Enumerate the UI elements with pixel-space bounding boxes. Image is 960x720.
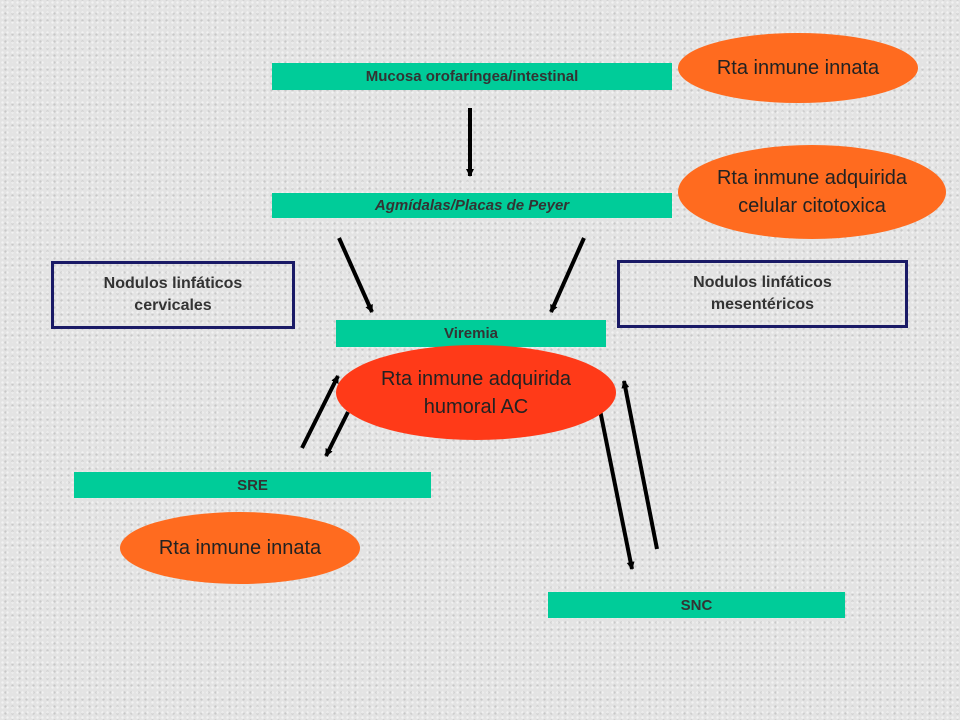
node-cervicales-line1: Nodulos linfáticos <box>103 275 243 292</box>
oval-innata-bottom: Rta inmune innata <box>120 512 360 584</box>
node-mesentericos-line2: mesentéricos <box>710 296 815 313</box>
oval-adquirida-celular: Rta inmune adquirida celular citotoxica <box>678 145 946 239</box>
oval-adquirida-humoral: Rta inmune adquirida humoral AC <box>336 345 616 440</box>
node-mesentericos: Nodulos linfáticos mesentéricos <box>617 260 908 328</box>
arrow-humoral-to-snc <box>598 409 635 570</box>
oval-adquirida-celular-line1: Rta inmune adquirida <box>716 167 908 189</box>
arrow-humoral-to-sre <box>324 411 350 457</box>
arrow-snc-to-humoral <box>621 380 659 550</box>
arrow-amigdalas-to-viremia-right <box>549 237 586 313</box>
oval-adquirida-humoral-line1: Rta inmune adquirida <box>380 367 572 390</box>
node-mesentericos-line1: Nodulos linfáticos <box>693 274 832 291</box>
node-sre: SRE <box>74 472 431 498</box>
node-snc: SNC <box>548 592 845 618</box>
oval-innata-bottom-line1: Rta inmune innata <box>158 537 322 559</box>
node-cervicales-line2: cervicales <box>134 297 212 314</box>
oval-adquirida-celular-line2: celular citotoxica <box>738 195 886 217</box>
oval-innata-top: Rta inmune innata <box>678 33 918 103</box>
oval-adquirida-humoral-line2: humoral AC <box>423 395 529 418</box>
node-cervicales: Nodulos linfáticos cervicales <box>51 261 295 329</box>
arrow-amigdalas-to-viremia-left <box>337 237 374 313</box>
node-mucosa: Mucosa orofaríngea/intestinal <box>272 63 672 90</box>
arrow-sre-to-humoral <box>300 375 340 449</box>
node-amigdalas: Agmídalas/Placas de Peyer <box>272 193 672 218</box>
node-viremia: Viremia <box>336 320 606 347</box>
oval-innata-top-line1: Rta inmune innata <box>716 57 880 79</box>
